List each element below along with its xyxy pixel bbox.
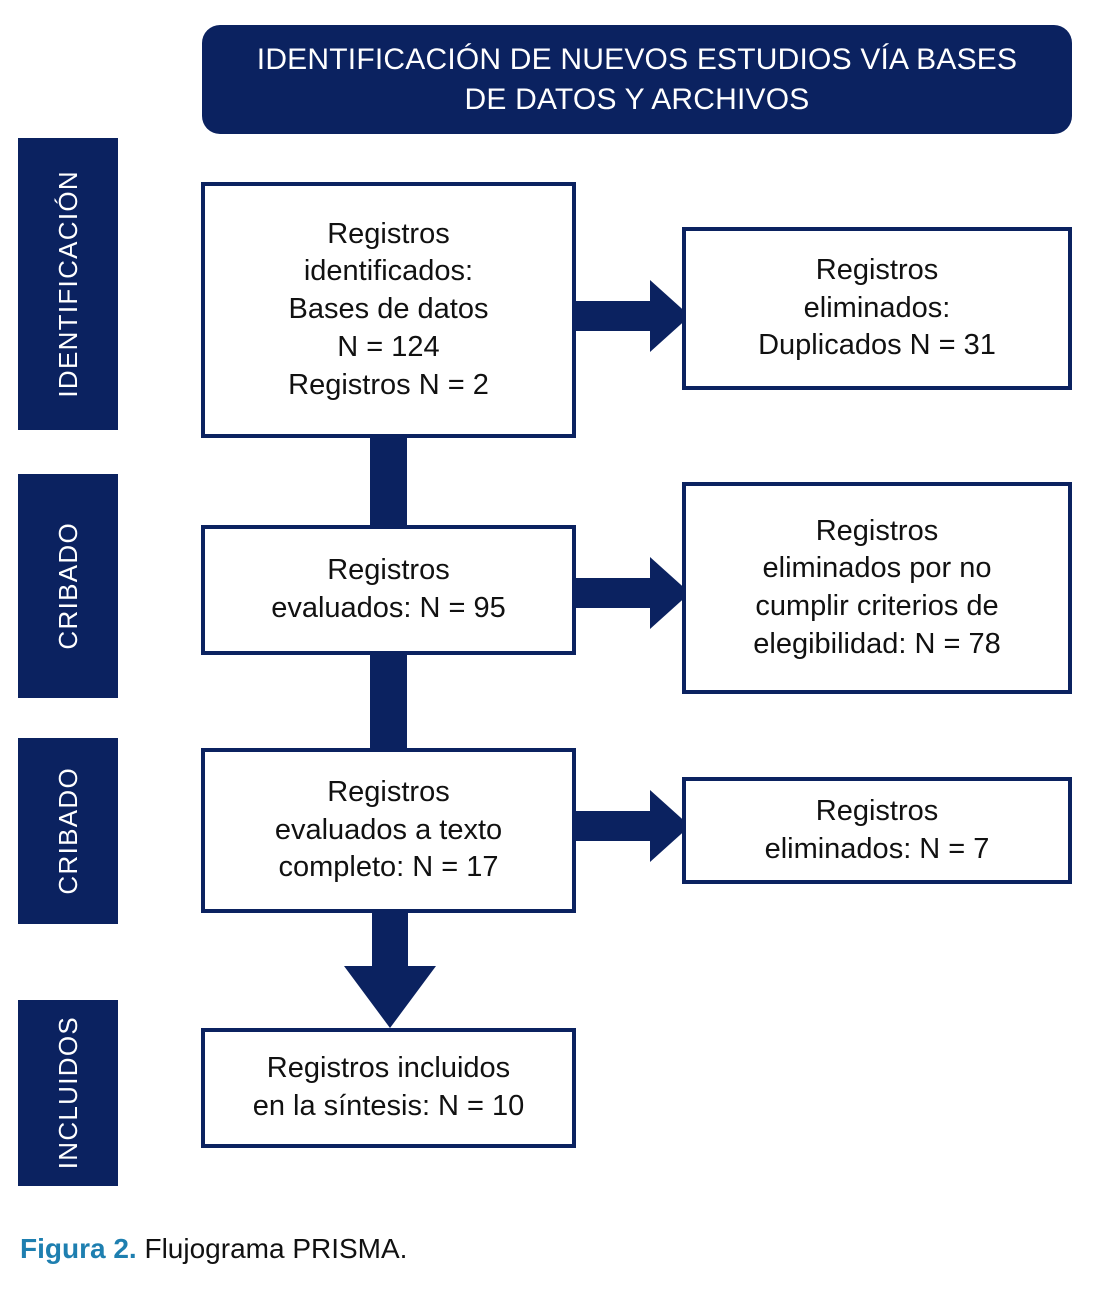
box-registros-eliminados-criterios: Registros eliminados por no cumplir crit…: [682, 482, 1072, 694]
box-registros-texto-completo-text: Registros evaluados a texto completo: N …: [274, 775, 503, 884]
stage-band-incluidos: INCLUIDOS: [18, 1000, 118, 1186]
flowchart-header-title: IDENTIFICACIÓN DE NUEVOS ESTUDIOS VÍA BA…: [256, 42, 1018, 116]
box-registros-identificados: Registros identificados: Bases de datos …: [201, 182, 576, 438]
stage-band-identificacion: IDENTIFICACIÓN: [18, 138, 118, 430]
box-registros-eliminados-criterios-text: Registros eliminados por no cumplir crit…: [753, 514, 1001, 660]
connector-fulltext-to-included-arrow: [344, 900, 436, 1028]
stage-band-label-identificacion: IDENTIFICACIÓN: [52, 170, 83, 398]
box-registros-eliminados-texto-text: Registros eliminados: N = 7: [764, 794, 990, 865]
box-registros-incluidos-text: Registros incluidos en la síntesis: N = …: [252, 1052, 525, 1122]
box-registros-texto-completo: Registros evaluados a texto completo: N …: [201, 748, 576, 913]
figure-caption-text: Flujograma PRISMA.: [136, 1233, 408, 1264]
box-registros-evaluados-text: Registros evaluados: N = 95: [271, 554, 506, 624]
connector-screened-to-excluded-arrow: [560, 557, 690, 629]
figure-caption-label: Figura 2.: [20, 1233, 137, 1264]
figure-caption: Figura 2. Flujograma PRISMA.: [20, 1232, 407, 1266]
box-registros-incluidos: Registros incluidos en la síntesis: N = …: [201, 1028, 576, 1148]
connector-identified-to-duplicates-arrow: [560, 280, 690, 352]
box-registros-eliminados-duplicados-text: Registros eliminados: Duplicados N = 31: [758, 253, 996, 362]
connector-screened-to-fulltext: [370, 648, 407, 748]
stage-band-label-cribado-2: CRIBADO: [52, 767, 83, 895]
box-registros-identificados-text: Registros identificados: Bases de datos …: [288, 217, 489, 401]
stage-band-label-cribado-1: CRIBADO: [52, 522, 83, 650]
stage-band-cribado-1: CRIBADO: [18, 474, 118, 698]
box-registros-eliminados-texto: Registros eliminados: N = 7: [682, 777, 1072, 884]
connector-fulltext-to-excluded-arrow: [560, 790, 690, 862]
box-registros-eliminados-duplicados: Registros eliminados: Duplicados N = 31: [682, 227, 1072, 390]
box-registros-evaluados: Registros evaluados: N = 95: [201, 525, 576, 655]
stage-band-cribado-2: CRIBADO: [18, 738, 118, 924]
flowchart-header-banner: IDENTIFICACIÓN DE NUEVOS ESTUDIOS VÍA BA…: [202, 25, 1072, 134]
stage-band-label-incluidos: INCLUIDOS: [52, 1016, 83, 1170]
